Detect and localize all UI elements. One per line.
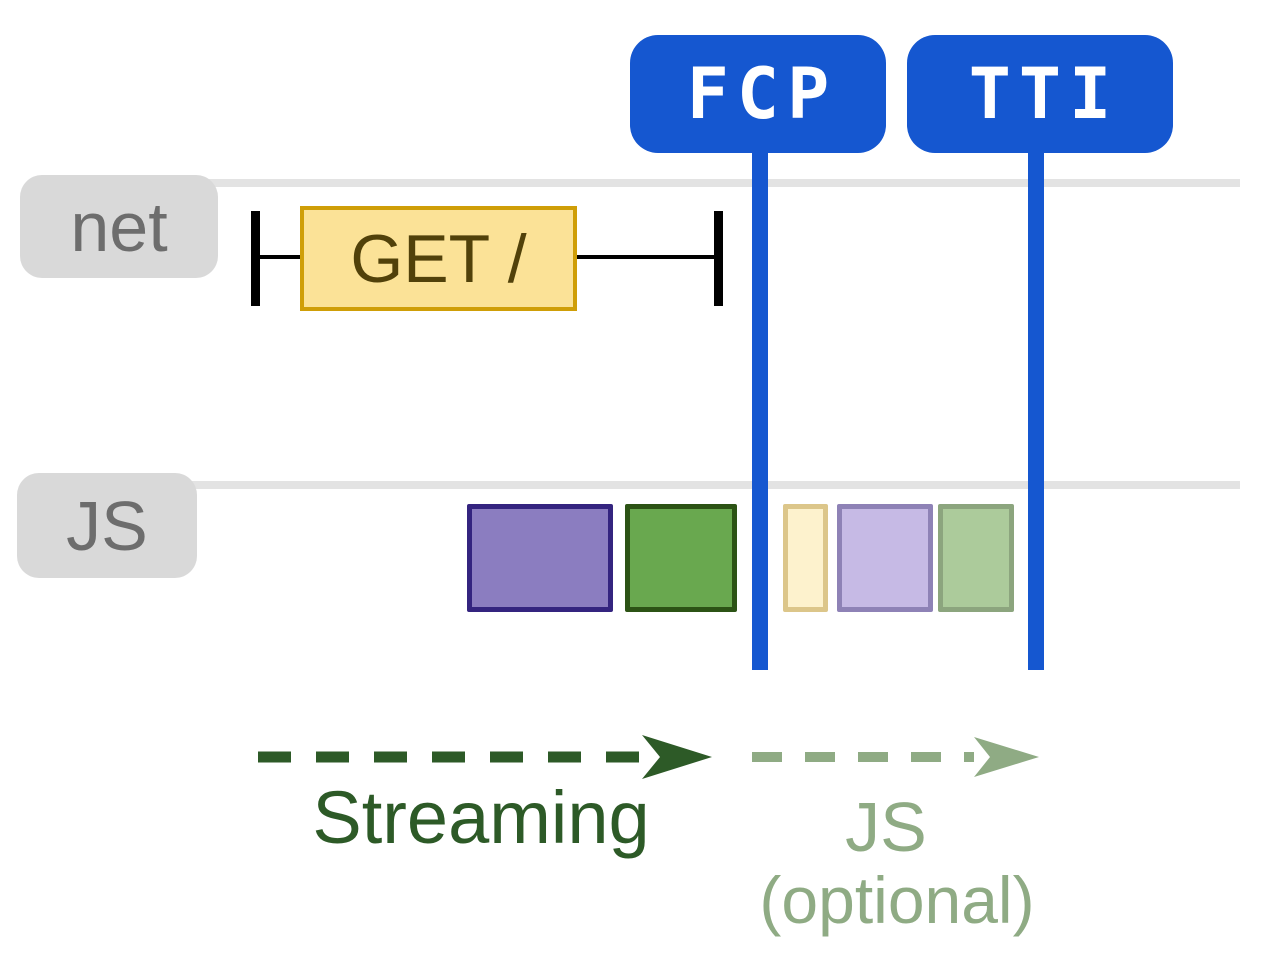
request-start-cap — [251, 211, 260, 306]
fcp-marker-label: FCP — [686, 53, 838, 135]
streaming-arrow-icon — [258, 735, 712, 779]
js-task-optional-yellow — [783, 504, 828, 612]
net-row-label: net — [20, 175, 218, 278]
streaming-caption: Streaming — [312, 776, 650, 859]
js-task-before-fcp-green — [625, 504, 737, 612]
js-task-optional-green — [938, 504, 1014, 612]
get-request-box: GET / — [300, 206, 577, 311]
js-row-label: JS — [17, 473, 197, 578]
fcp-marker-line — [752, 150, 768, 670]
js-optional-caption-line1: JS — [845, 788, 927, 866]
net-track-line — [205, 179, 1240, 187]
get-request-label: GET / — [350, 220, 527, 297]
request-end-cap — [714, 211, 723, 306]
tti-marker-badge: TTI — [907, 35, 1173, 153]
js-task-before-fcp-purple — [467, 504, 613, 612]
tti-marker-label: TTI — [968, 53, 1120, 135]
tti-marker-line — [1028, 150, 1044, 670]
fcp-marker-badge: FCP — [630, 35, 886, 153]
js-row-label-text: JS — [66, 486, 148, 565]
js-task-optional-purple — [837, 504, 933, 612]
js-track-line — [185, 481, 1240, 489]
js-optional-arrow-icon — [752, 737, 1039, 777]
request-end-connector — [577, 255, 714, 259]
net-row-label-text: net — [70, 187, 168, 266]
request-start-connector — [260, 255, 300, 259]
js-optional-caption-line2: (optional) — [759, 863, 1035, 937]
